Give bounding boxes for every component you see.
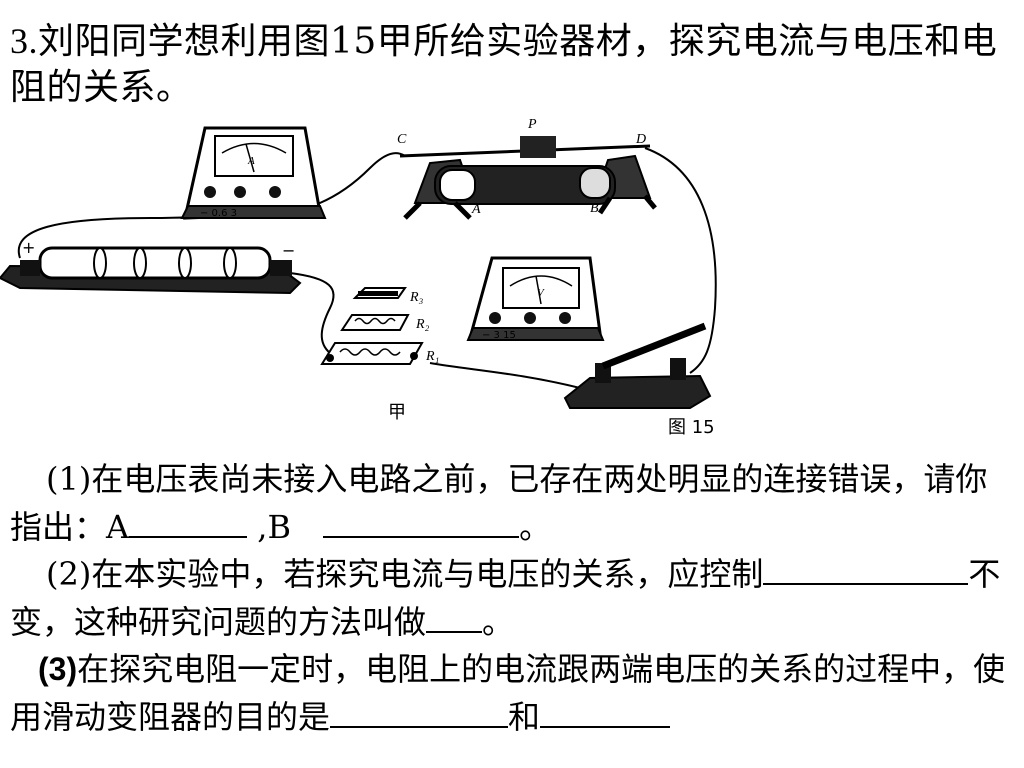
- terminal-d-label: D: [635, 132, 646, 147]
- battery-minus-label: −: [282, 241, 295, 260]
- wire-battery-to-resistor: [289, 272, 335, 354]
- slider-p-label: P: [527, 117, 537, 132]
- part-2: (2)在本实验中，若探究电流与电压的关系，应控制不变，这种研究问题的方法叫做。: [10, 550, 1015, 646]
- part-1-text-c: 。: [519, 508, 552, 546]
- r1-label: R₁: [425, 349, 439, 364]
- resistor-r3: R₃: [352, 287, 424, 305]
- blank-1b[interactable]: [323, 506, 520, 538]
- battery-plus-label: +: [22, 238, 35, 257]
- part-2-text-a: (2)在本实验中，若探究电流与电压的关系，应控制: [46, 555, 764, 593]
- part-1: (1)在电压表尚未接入电路之前，已存在两处明显的连接错误，请你指出：A ,B 。: [10, 455, 1015, 551]
- ammeter-symbol: A: [247, 155, 255, 167]
- ammeter: − 0.6 3 A: [180, 126, 327, 220]
- voltmeter-terminals-label: − 3 15: [482, 330, 516, 341]
- switch: [563, 322, 712, 409]
- battery-box: + −: [0, 238, 302, 295]
- resistor-r2: R₂: [340, 314, 430, 332]
- blank-3a[interactable]: [330, 696, 509, 728]
- r2-label: R₂: [415, 317, 430, 332]
- ammeter-terminals-label: − 0.6 3: [200, 208, 237, 219]
- part-3-label: (3): [38, 651, 78, 687]
- part-3-text-b: 和: [508, 698, 541, 736]
- terminal-a-label: A: [471, 202, 481, 217]
- rheostat: C P D A B: [397, 117, 657, 220]
- resistor-r1: R₁: [320, 342, 439, 365]
- figure-caption-number: 图 15: [668, 417, 715, 438]
- voltmeter-symbol: V: [537, 287, 545, 299]
- part-1-text-a: (1)在电压表尚未接入电路之前，已存在两处明显的连接错误，请你指出：A: [10, 460, 988, 546]
- voltmeter: − 3 15 V: [466, 256, 605, 341]
- blank-3b[interactable]: [540, 696, 671, 728]
- part-1-text-b: ,B: [247, 508, 302, 546]
- question-number: 3.: [10, 21, 38, 61]
- blank-2b[interactable]: [426, 601, 483, 633]
- circuit-diagram: − 0.6 3 A + −: [0, 117, 717, 438]
- part-2-text-b: 不变，这种研究问题的方法叫做: [10, 555, 1001, 641]
- figure-caption-jia: 甲: [388, 402, 406, 423]
- terminal-b-label: B: [590, 201, 599, 216]
- part-2-text-c: 。: [482, 603, 515, 641]
- question-title: 3.刘阳同学想利用图15甲所给实验器材，探究电流与电压和电阻的关系。: [10, 18, 1010, 111]
- circuit-figure: − 0.6 3 A + −: [0, 108, 760, 444]
- question-stem: 刘阳同学想利用图15甲所给实验器材，探究电流与电压和电阻的关系。: [10, 21, 998, 108]
- blank-2a[interactable]: [763, 553, 969, 585]
- part-3: (3)在探究电阻一定时，电阻上的电流跟两端电压的关系的过程中，使用滑动变阻器的目…: [10, 645, 1015, 741]
- terminal-c-label: C: [397, 132, 407, 147]
- blank-1a[interactable]: [129, 506, 248, 538]
- part-3-text-a: 在探究电阻一定时，电阻上的电流跟两端电压的关系的过程中，使用滑动变阻器的目的是: [10, 650, 1006, 736]
- r3-label: R₃: [409, 290, 424, 305]
- wire-switch-to-resistor: [429, 362, 581, 389]
- wire-rheostat-to-switch: [644, 147, 717, 374]
